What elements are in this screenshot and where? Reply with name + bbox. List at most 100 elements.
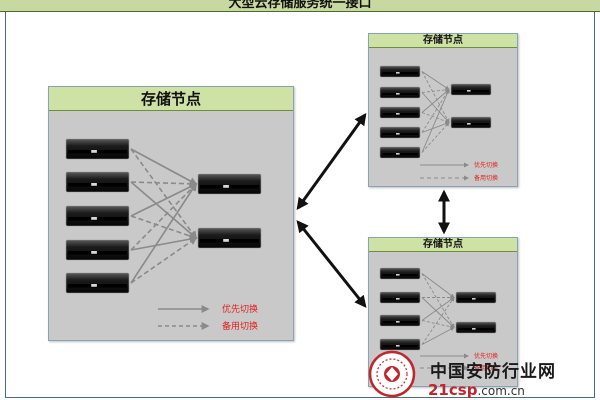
- source-server-body: [65, 138, 130, 160]
- source-server-bay: [68, 251, 127, 255]
- link-line: [421, 88, 450, 153]
- source-server: [379, 314, 421, 327]
- target-server-bay: [200, 239, 259, 243]
- legend-backup-label: 备用切换: [474, 364, 498, 372]
- target-server: [455, 321, 497, 334]
- source-server-led: [91, 217, 97, 220]
- link-line: [421, 327, 455, 345]
- storage-node-top-right-title: 存储节点: [369, 34, 517, 48]
- source-server: [379, 267, 421, 280]
- source-server: [379, 338, 421, 351]
- watermark-emblem-icon: [368, 350, 416, 398]
- target-server-led: [223, 239, 229, 242]
- link-line: [421, 88, 450, 113]
- link-line: [421, 121, 450, 133]
- source-server-bay: [68, 183, 127, 187]
- source-server-led: [396, 133, 400, 135]
- node-bottom-right-links: [421, 273, 455, 345]
- source-server-body: [65, 171, 130, 193]
- source-server-bay: [68, 284, 127, 288]
- target-server-bay: [200, 185, 259, 189]
- target-server-led: [472, 328, 476, 330]
- source-server: [379, 126, 421, 139]
- storage-node-main-title: 存储节点: [49, 87, 293, 111]
- source-server-body: [65, 239, 130, 261]
- watermark-brand: 21csp: [428, 381, 478, 399]
- source-server-led: [396, 72, 400, 74]
- link-line: [421, 92, 450, 124]
- legend-primary-label: 优先切换: [474, 352, 498, 360]
- emblem-mark: [386, 367, 398, 381]
- source-server: [379, 86, 421, 99]
- source-server-led: [396, 298, 400, 300]
- source-server-led: [396, 274, 400, 276]
- target-server: [450, 116, 492, 129]
- link-line: [130, 237, 198, 284]
- link-line: [130, 183, 198, 217]
- source-server-bay: [382, 93, 418, 96]
- link-arrow-main-top: [296, 113, 367, 210]
- source-server-body: [379, 267, 421, 280]
- target-server-led: [467, 123, 471, 125]
- link-line: [130, 148, 198, 185]
- target-server: [450, 83, 492, 96]
- source-server-led: [396, 345, 400, 347]
- legend-primary-label: 优先切换: [474, 161, 498, 169]
- source-server-led: [91, 150, 97, 153]
- storage-node-bottom-right-title: 存储节点: [369, 238, 517, 252]
- source-server-led: [396, 321, 400, 323]
- link-line: [421, 71, 450, 90]
- outer-frame: [5, 12, 595, 398]
- source-server-bay: [382, 153, 418, 156]
- source-server-body: [379, 65, 421, 78]
- link-line: [421, 296, 455, 321]
- link-line: [130, 179, 198, 188]
- source-server-led: [396, 93, 400, 95]
- link-line: [130, 181, 198, 240]
- source-server-body: [65, 205, 130, 227]
- link-arrow-main-bottom: [296, 220, 367, 308]
- target-server: [455, 291, 497, 304]
- link-line: [421, 87, 450, 93]
- link-line: [421, 121, 450, 153]
- source-server-body: [65, 272, 130, 294]
- source-server-bay: [68, 150, 127, 154]
- source-server-led: [91, 284, 97, 287]
- target-server-body: [455, 321, 497, 334]
- source-server: [65, 171, 130, 193]
- source-server: [379, 291, 421, 304]
- target-server-bay: [453, 123, 489, 126]
- source-server-body: [379, 86, 421, 99]
- page-title: 大型云存储服务统一接口: [0, 0, 600, 12]
- source-server: [379, 146, 421, 159]
- source-server-body: [379, 314, 421, 327]
- legend-backup-label: 备用切换: [222, 320, 258, 332]
- target-server-bay: [458, 298, 494, 301]
- source-server-bay: [382, 133, 418, 136]
- target-server: [197, 227, 262, 249]
- source-server-bay: [382, 345, 418, 348]
- emblem-inner-ring: [376, 358, 408, 390]
- source-server-bay: [382, 321, 418, 324]
- link-line: [421, 320, 455, 329]
- source-server-body: [379, 146, 421, 159]
- target-server-body: [455, 291, 497, 304]
- target-server-led: [472, 298, 476, 300]
- target-server-led: [223, 185, 229, 188]
- link-line: [421, 297, 455, 329]
- target-server-bay: [453, 90, 489, 93]
- watermark-site: 21csp.com.cn: [428, 381, 525, 399]
- source-server-led: [91, 251, 97, 254]
- source-server-bay: [382, 298, 418, 301]
- source-server-body: [379, 338, 421, 351]
- link-line: [130, 215, 198, 240]
- link-line: [130, 148, 197, 240]
- link-line: [130, 182, 197, 284]
- target-server: [197, 173, 262, 195]
- target-server-body: [450, 116, 492, 129]
- source-server-bay: [382, 274, 418, 277]
